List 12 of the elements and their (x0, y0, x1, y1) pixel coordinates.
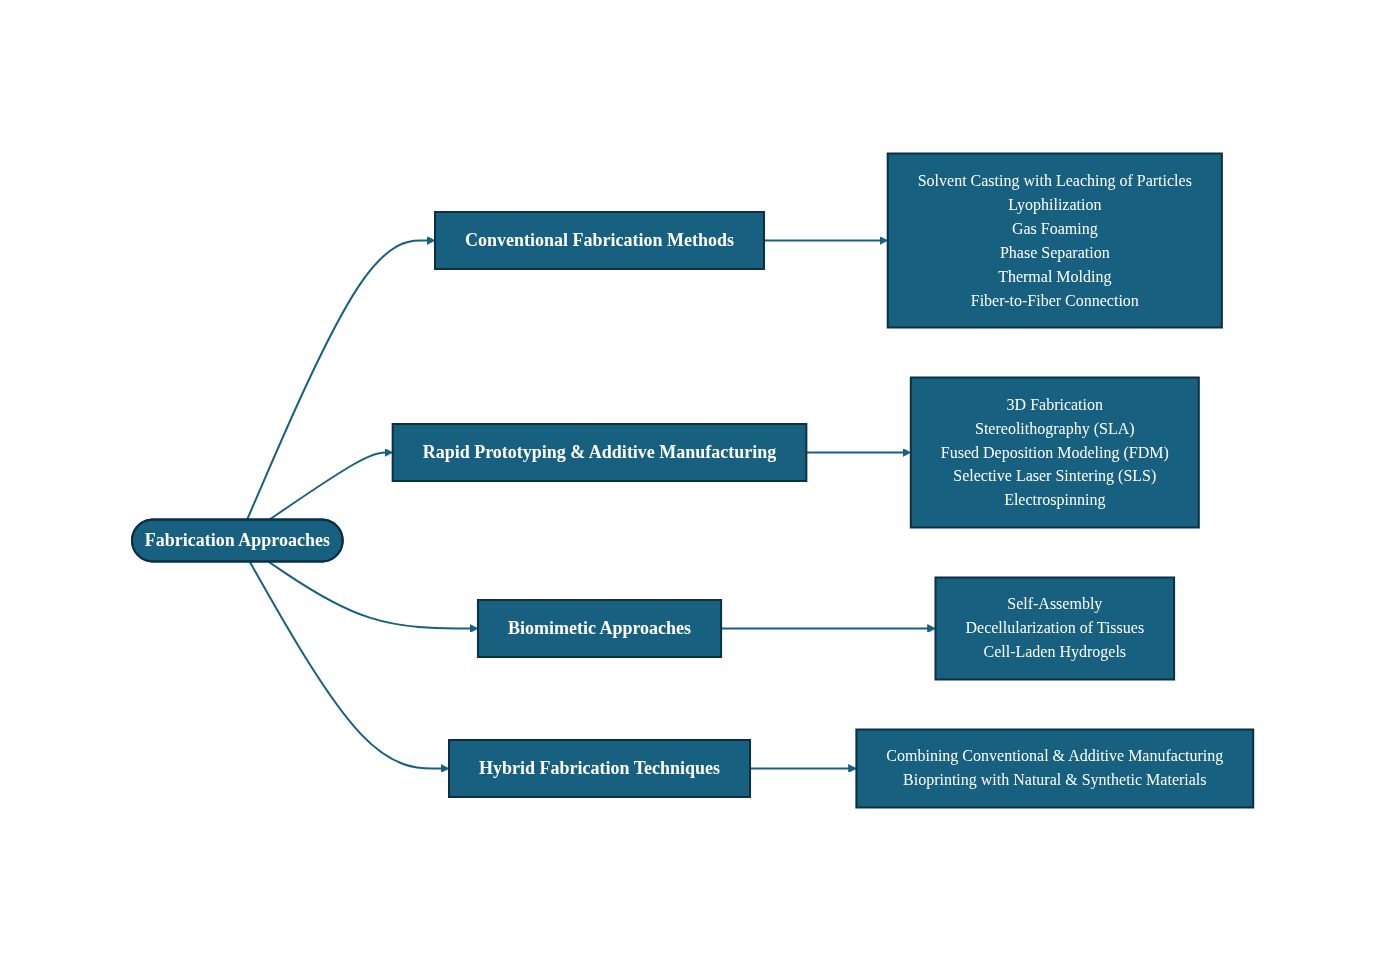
arrow (268, 448, 394, 521)
arrow (268, 561, 479, 633)
node-box: Biomimetic Approaches (477, 599, 723, 658)
node-box: 3D Fabrication Stereolithography (SLA) Fused Deposition Modeling (FDM) Selective Laser Sintering (SLS) Electrospinning (910, 376, 1201, 529)
node-box: Solvent Casting with Leaching of Particles Lyophilization Gas Foaming Phase Separation Thermal Molding Fiber-to-Fiber Connection (887, 152, 1224, 329)
node-box: Rapid Prototyping & Additive Manufacturing (392, 423, 808, 482)
arrow (246, 236, 436, 521)
node-box: Conventional Fabrication Methods (434, 211, 766, 270)
node-box: Self-Assembly Decellularization of Tissues Cell-Laden Hydrogels (934, 576, 1176, 681)
node-box: Hybrid Fabrication Techniques (448, 739, 752, 798)
node-box: Combining Conventional & Additive Manufacturing Bioprinting with Natural & Synthetic Materials (855, 728, 1255, 809)
arrow (249, 561, 450, 773)
